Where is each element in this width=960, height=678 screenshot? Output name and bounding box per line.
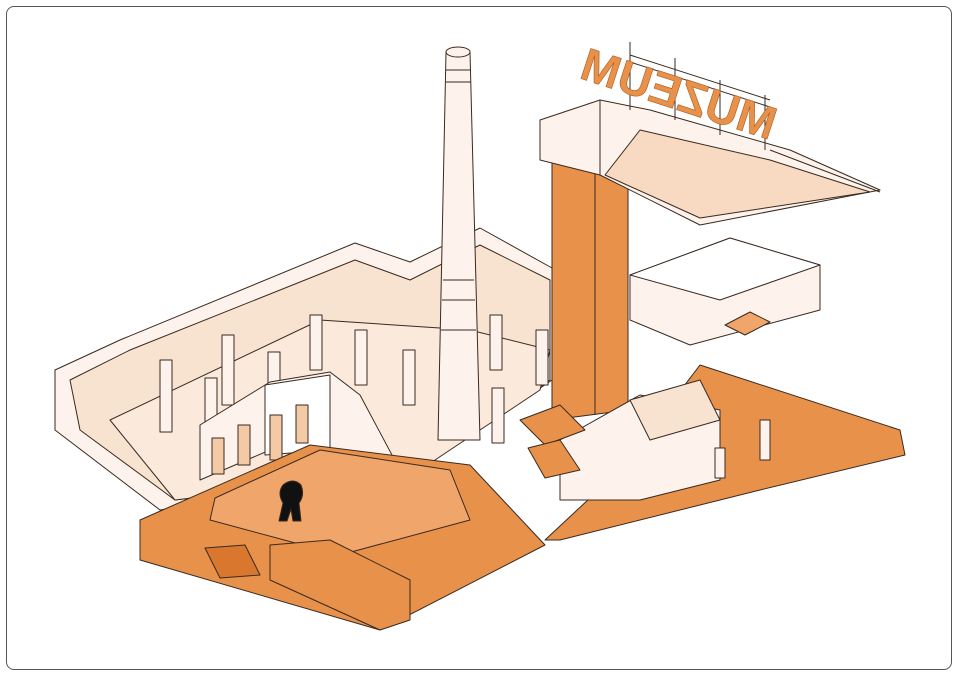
hall-columns (159, 314, 549, 444)
drawing-frame (6, 6, 952, 670)
elevator-tower (539, 99, 629, 421)
roof-terrace: MUZEUM (575, 37, 881, 226)
sculpture-icon (278, 480, 304, 522)
right-wing-floor (519, 364, 906, 541)
right-building (629, 237, 821, 346)
ground-floor-gallery (139, 444, 546, 631)
chimney (437, 46, 481, 441)
